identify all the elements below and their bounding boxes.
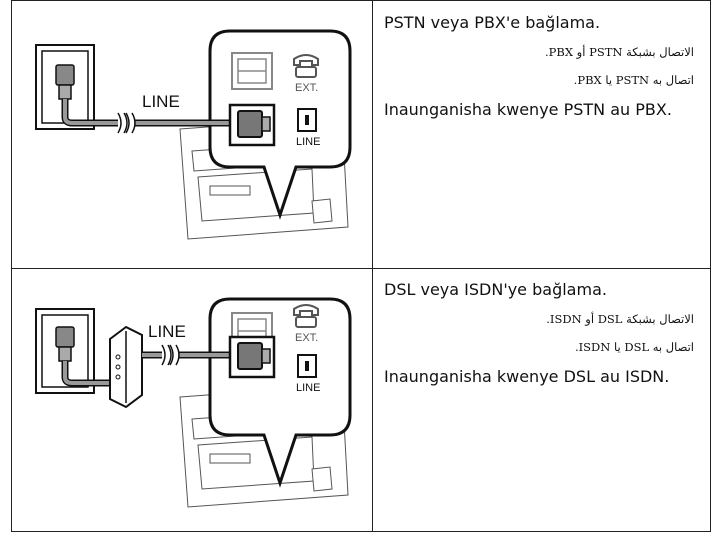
arabic-instruction: الاتصال بشبكة DSL أو ISDN. [546, 312, 694, 326]
cable-label: LINE [142, 92, 180, 111]
phone-icon [293, 54, 319, 78]
ext-label: EXT. [295, 82, 318, 94]
line-cable [61, 99, 238, 134]
splitter-icon [109, 325, 143, 409]
arabic-instruction: الاتصال بشبكة PSTN أو PBX. [544, 45, 694, 59]
ext-label: EXT. [295, 332, 318, 344]
line-port-icon [228, 335, 276, 379]
ext-port-icon [231, 52, 273, 90]
swahili-instruction: Inaunganisha kwenye PSTN au PBX. [384, 100, 672, 119]
line-symbol-icon [297, 108, 317, 132]
persian-instruction: اتصال به PSTN یا PBX. [573, 73, 694, 87]
cable-to-splitter [61, 361, 112, 387]
line-port-label: LINE [296, 136, 320, 148]
dsl-text-cell: DSL veya ISDN'ye bağlama. الاتصال بشبكة … [384, 280, 704, 387]
pstn-connection-illustration: LINE EXT. LINE [12, 1, 372, 267]
pstn-diagram: LINE EXT. LINE [35, 29, 352, 240]
cable-label: LINE [148, 322, 186, 341]
line-symbol-icon [297, 354, 317, 378]
turkish-instruction: PSTN veya PBX'e bağlama. [384, 13, 601, 32]
dsl-connection-illustration: LINE EXT. LINE [12, 269, 372, 535]
dsl-diagram: LINE EXT. LINE [35, 297, 352, 508]
phone-icon [293, 304, 319, 328]
line-port-label: LINE [296, 382, 320, 394]
row-divider [12, 268, 710, 269]
swahili-instruction: Inaunganisha kwenye DSL au ISDN. [384, 367, 670, 386]
column-divider [372, 1, 373, 531]
turkish-instruction: DSL veya ISDN'ye bağlama. [384, 280, 607, 299]
instruction-table: LINE EXT. LINE PSTN [11, 0, 711, 532]
line-cable [142, 344, 238, 366]
pstn-text-cell: PSTN veya PBX'e bağlama. الاتصال بشبكة P… [384, 13, 704, 120]
persian-instruction: اتصال به DSL یا ISDN. [574, 340, 694, 354]
line-port-icon [228, 103, 276, 147]
